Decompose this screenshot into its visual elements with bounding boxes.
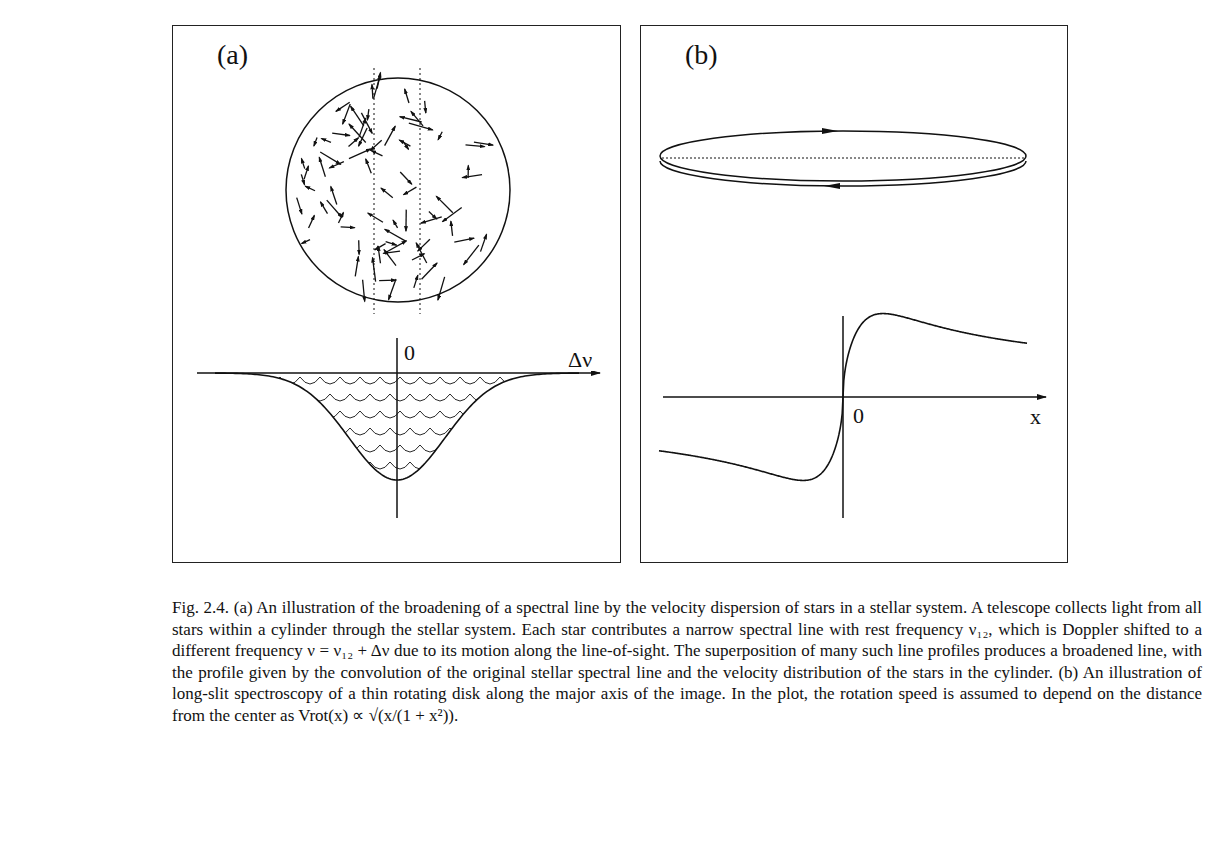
- star-velocity: [438, 132, 442, 140]
- star-velocity: [368, 213, 383, 222]
- stellar-line: [250, 462, 570, 469]
- stellar-line: [240, 411, 560, 418]
- star-velocity: [341, 226, 355, 228]
- star-velocity: [386, 241, 406, 252]
- star-velocity: [349, 138, 359, 147]
- star-velocity: [385, 126, 396, 145]
- star-velocity: [332, 133, 350, 135]
- star-velocity: [373, 258, 376, 282]
- frequency-axis: [197, 372, 600, 374]
- star-velocity: [393, 220, 398, 228]
- star-velocity: [351, 106, 364, 126]
- rotation-curve: [659, 314, 1027, 481]
- cylinder-edge: [420, 68, 421, 314]
- star-velocity: [425, 101, 426, 113]
- vertical-axis: [396, 338, 398, 518]
- star-velocity: [301, 158, 304, 168]
- star-velocity: [329, 162, 344, 168]
- star-velocity: [301, 174, 304, 184]
- star-velocity: [343, 104, 351, 124]
- star-velocity: [302, 240, 310, 244]
- star-velocity: [367, 109, 369, 120]
- star-velocity: [321, 138, 331, 142]
- rotation-arrow: [824, 183, 840, 189]
- star-velocity: [363, 280, 365, 302]
- star-velocity: [327, 200, 342, 217]
- star-velocity: [442, 207, 461, 221]
- star-velocity: [377, 73, 380, 89]
- star-velocity: [481, 234, 487, 251]
- star-velocity: [421, 217, 442, 223]
- star-velocity: [358, 240, 360, 254]
- star-velocity: [464, 245, 479, 264]
- axis-label: 0: [851, 405, 866, 427]
- star-velocity: [366, 159, 372, 173]
- star-velocity: [383, 251, 400, 253]
- star-velocity: [319, 157, 325, 177]
- star-velocity: [405, 89, 409, 103]
- star-velocity: [438, 277, 445, 300]
- star-velocity: [314, 138, 317, 147]
- star-velocity: [336, 102, 350, 111]
- axis-label: 0: [402, 342, 417, 364]
- panel-label: (a): [217, 40, 248, 71]
- star-velocity: [422, 263, 438, 279]
- star-velocity: [466, 145, 485, 147]
- axis-label: Δν: [566, 349, 594, 371]
- star-velocity: [386, 242, 397, 245]
- panel-label: (b): [685, 40, 718, 71]
- cylinder-edge: [374, 68, 375, 314]
- figure-caption: Fig. 2.4. (a) An illustration of the bro…: [172, 597, 1202, 727]
- star-velocity: [389, 279, 396, 300]
- star-velocity: [429, 212, 437, 220]
- star-velocity: [297, 198, 302, 215]
- rotating-disk: [660, 131, 1026, 181]
- stellar-system: [286, 78, 510, 302]
- star-velocity: [359, 128, 368, 146]
- figure-panel: (a): [172, 25, 621, 563]
- star-velocity: [375, 244, 386, 250]
- star-velocity: [454, 238, 474, 242]
- star-velocity: [403, 141, 409, 150]
- star-velocity: [304, 166, 308, 179]
- star-velocity: [305, 186, 315, 191]
- star-velocity: [474, 142, 493, 145]
- axis-label: x: [1028, 406, 1043, 428]
- star-velocity: [462, 175, 482, 178]
- star-velocity: [416, 243, 427, 263]
- star-velocity: [405, 210, 407, 231]
- star-velocity: [331, 186, 337, 204]
- star-velocity: [355, 256, 358, 276]
- star-velocity: [379, 280, 396, 282]
- star-velocity: [378, 246, 380, 263]
- slit: [662, 158, 1024, 159]
- star-velocity: [309, 215, 315, 228]
- star-velocity: [403, 187, 416, 195]
- rotation-arrow: [822, 128, 838, 134]
- figure-panel: (b): [640, 25, 1068, 563]
- star-velocity: [400, 172, 412, 184]
- star-velocity: [361, 113, 372, 133]
- star-velocity: [349, 149, 371, 159]
- star-velocity: [385, 229, 406, 241]
- star-velocity: [371, 151, 382, 156]
- star-arrows: [297, 73, 493, 302]
- stellar-line: [250, 394, 570, 401]
- star-velocity: [370, 140, 381, 150]
- star-velocity: [414, 275, 418, 288]
- star-velocity: [451, 221, 453, 236]
- star-velocity: [409, 123, 433, 130]
- star-velocity: [381, 188, 393, 198]
- star-velocity: [320, 152, 341, 164]
- star-velocity: [371, 84, 373, 98]
- stellar-line: [250, 428, 570, 435]
- position-axis: [663, 396, 1046, 398]
- stellar-line: [240, 445, 560, 452]
- star-velocity: [320, 202, 327, 214]
- star-velocity: [412, 254, 424, 260]
- star-velocity: [436, 196, 453, 213]
